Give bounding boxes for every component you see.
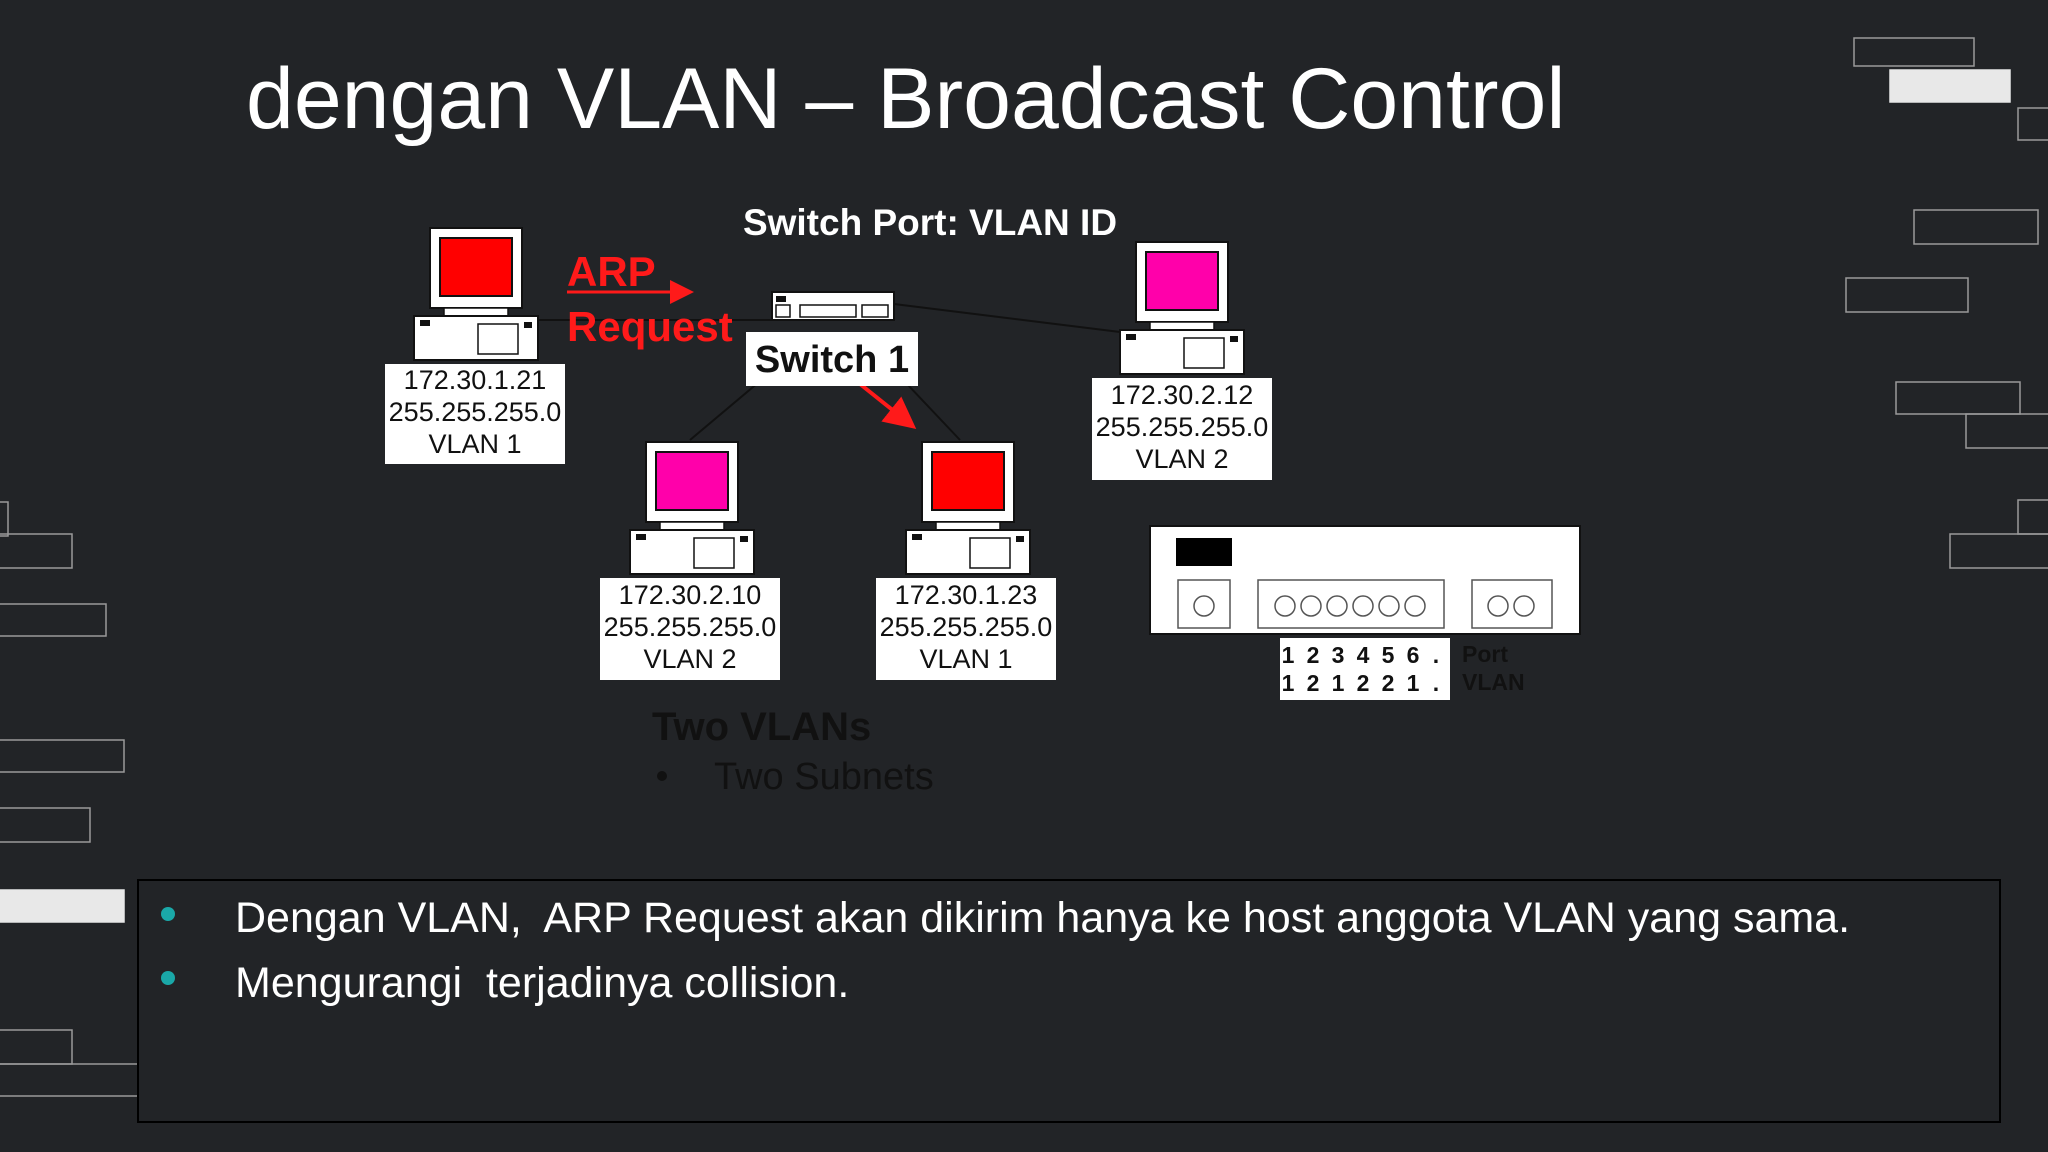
switch-label: Switch 1 [755, 339, 909, 381]
port-number: 2 [1307, 642, 1320, 668]
arp-arrow-to-host [858, 382, 917, 429]
port-vlan: 2 [1382, 670, 1395, 696]
port-table-box [1280, 638, 1450, 700]
port-vlan: 1 [1407, 670, 1420, 696]
monitor-screen [439, 237, 513, 297]
host-computer-1 [413, 227, 539, 361]
host-mask-4: 255.255.255.0 [880, 612, 1053, 642]
port-number: . [1433, 642, 1439, 668]
computer-icon [413, 227, 539, 361]
host-computer-3 [629, 441, 755, 575]
host-ip-2: 172.30.2.12 [1111, 380, 1254, 410]
computer-icon [905, 441, 1031, 575]
port-number: 1 [1282, 642, 1295, 668]
port-number: 3 [1332, 642, 1345, 668]
note-bullet-2 [161, 971, 175, 985]
note-bullet-1 [161, 907, 175, 921]
port-vlan: 1 [1282, 670, 1295, 696]
arp-label-line2: Request [567, 303, 733, 350]
computer-icon [629, 441, 755, 575]
monitor-screen [1145, 251, 1219, 311]
monitor-screen [931, 451, 1005, 511]
note-text-1: Dengan VLAN, ARP Request akan dikirim ha… [235, 894, 1850, 942]
host-label-box-2 [1092, 378, 1272, 480]
note-text-2: Mengurangi terjadinya collision. [235, 959, 849, 1007]
diagram-header: Switch Port: VLAN ID [743, 202, 1117, 243]
port-vlan: 2 [1307, 670, 1320, 696]
host-vlan-3: VLAN 2 [643, 644, 736, 674]
computer-icon [1119, 241, 1245, 375]
host-vlan-1: VLAN 1 [428, 429, 521, 459]
host-vlan-4: VLAN 1 [919, 644, 1012, 674]
port-number: 5 [1382, 642, 1395, 668]
host-label-box-4 [876, 578, 1056, 680]
host-label-box-3 [600, 578, 780, 680]
port-vlan: 2 [1357, 670, 1370, 696]
host-ip-1: 172.30.1.21 [404, 365, 547, 395]
port-number-row: 1 2 3 4 5 6 . [1282, 642, 1440, 668]
host-ip-3: 172.30.2.10 [619, 580, 762, 610]
host-computer-4 [905, 441, 1031, 575]
switch-device [771, 291, 895, 321]
host-mask-1: 255.255.255.0 [389, 397, 562, 427]
host-ip-4: 172.30.1.23 [895, 580, 1038, 610]
port-caption: Port [1462, 641, 1508, 667]
host-label-box-1 [385, 364, 565, 464]
host-computer-2 [1119, 241, 1245, 375]
port-vlan: 1 [1332, 670, 1345, 696]
host-vlan-2: VLAN 2 [1135, 444, 1228, 474]
port-number: 4 [1357, 642, 1370, 668]
port-vlan: . [1433, 670, 1439, 696]
arp-label-line1: ARP [567, 248, 656, 295]
notes-box [137, 879, 2001, 1123]
port-vlan-row: 1 2 1 2 2 1 . [1282, 670, 1440, 696]
summary-title: Two VLANs [652, 705, 871, 749]
switch-front-panel [1149, 525, 1581, 635]
summary-bullet-dot [657, 771, 667, 781]
port-number: 6 [1407, 642, 1420, 668]
summary-bullet: Two Subnets [714, 756, 934, 798]
decorative-frames [0, 37, 2048, 1097]
host-mask-3: 255.255.255.0 [604, 612, 777, 642]
monitor-screen [655, 451, 729, 511]
slide-title: dengan VLAN – Broadcast Control [246, 51, 1565, 147]
vlan-caption: VLAN [1462, 669, 1525, 695]
host-mask-2: 255.255.255.0 [1096, 412, 1269, 442]
switch-label-box [746, 332, 918, 386]
